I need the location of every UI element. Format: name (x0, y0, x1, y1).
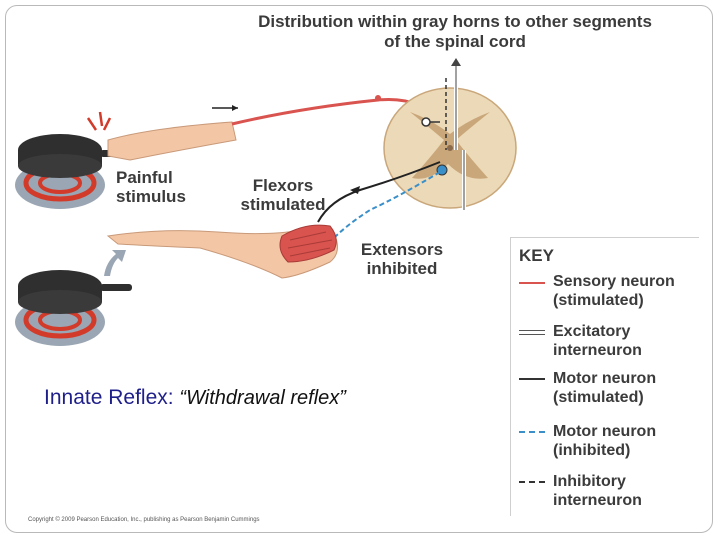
central-canal (447, 145, 453, 151)
sensory-arrowhead-icon (232, 105, 238, 111)
legend-key: KEY Sensory neuron (stimulated) Excitato… (510, 237, 699, 516)
flexors-label: Flexors stimulated (228, 176, 338, 214)
key-item-motor-stimulated: Motor neuron (stimulated) (553, 370, 657, 406)
extensors-text: Extensors inhibited (360, 240, 444, 278)
extensors-label: Extensors inhibited (352, 240, 452, 278)
motor-arrow-icon (350, 186, 360, 194)
flexors-text: Flexors stimulated (240, 176, 326, 214)
motor-neuron-inhibited-line (329, 171, 441, 243)
caption-colon: : (167, 386, 180, 409)
bottom-arm (106, 225, 338, 279)
key-title: KEY (519, 246, 554, 265)
top-arm (107, 121, 237, 161)
bottom-pan-handle (100, 284, 132, 291)
key-line-motor-inhibited (519, 431, 545, 433)
key-line-motor-stimulated (519, 378, 545, 380)
interneuron-cell (421, 117, 431, 127)
key-line-inhibitory (519, 481, 545, 483)
muscle-striations (287, 231, 333, 257)
caption-main: Innate Reflex (44, 386, 168, 409)
key-item-inhibitory: Inhibitory interneuron (553, 473, 642, 509)
flexor-muscle (279, 224, 337, 263)
ascending-arrow-icon (451, 58, 461, 66)
pain-burst-icon (86, 111, 112, 131)
caption-sub: “Withdrawal reflex” (179, 387, 346, 409)
bottom-pan-bottom (18, 290, 102, 314)
motor-neuron-stimulated-line (317, 161, 441, 223)
slide-frame (5, 5, 713, 533)
caption: Innate Reflex: “Withdrawal reflex” (44, 386, 346, 410)
top-pan-bottom (18, 154, 102, 178)
painful-stimulus-label: Painful stimulus (116, 168, 186, 206)
key-item-excitatory: Excitatory interneuron (553, 323, 642, 359)
sensory-ganglion (375, 95, 381, 101)
withdrawal-arrow-icon (104, 250, 126, 276)
copyright-notice: Copyright © 2009 Pearson Education, Inc.… (28, 517, 260, 523)
key-item-motor-inhibited: Motor neuron (inhibited) (553, 423, 657, 459)
diagram-title: Distribution within gray horns to other … (258, 12, 652, 51)
painful-stimulus-text: Painful stimulus (116, 168, 186, 206)
key-item-sensory: Sensory neuron (stimulated) (553, 273, 675, 309)
key-line-sensory (519, 282, 545, 284)
key-line-excitatory (519, 330, 545, 335)
